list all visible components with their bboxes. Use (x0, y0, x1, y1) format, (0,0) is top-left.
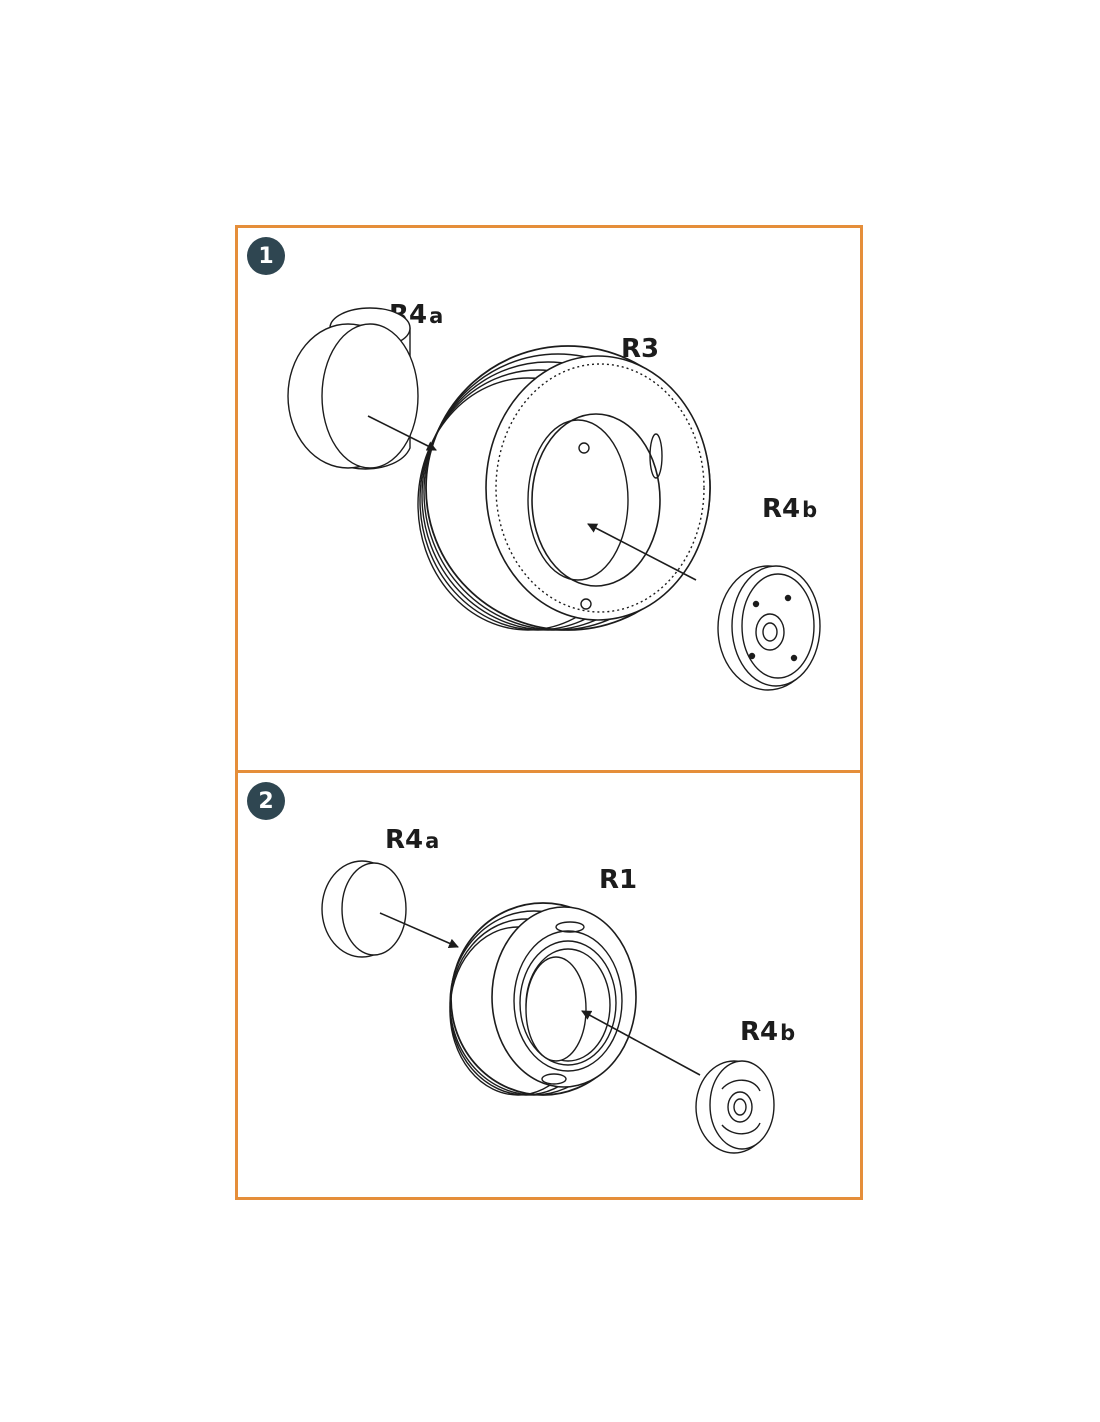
hub-r4b-icon (695, 1060, 775, 1154)
hub-r4a-icon (287, 307, 419, 470)
tire-r3-icon (417, 345, 711, 631)
label-r1: R1 (599, 865, 638, 895)
label-r4a-step2: R4a (385, 825, 440, 855)
step-2-badge: 2 (247, 782, 285, 820)
step-2-panel: 2 R4a R1 R4b (235, 770, 863, 1200)
arrow-icon (379, 912, 459, 948)
arrow-icon (367, 415, 437, 451)
tire-r1-icon (449, 902, 637, 1096)
hub-r4a-icon (321, 860, 407, 958)
step-2-drawing (321, 860, 775, 1154)
label-r4b-step2: R4b (740, 1017, 796, 1047)
step-1-panel: 1 R4a R3 R4b (235, 225, 863, 773)
step-1-drawing (287, 307, 821, 691)
label-r4b-step1: R4b (762, 494, 818, 524)
arrow-icon (587, 523, 697, 581)
hub-r4b-icon (717, 565, 821, 691)
arrow-icon (581, 1010, 701, 1076)
step-1-badge: 1 (247, 237, 285, 275)
